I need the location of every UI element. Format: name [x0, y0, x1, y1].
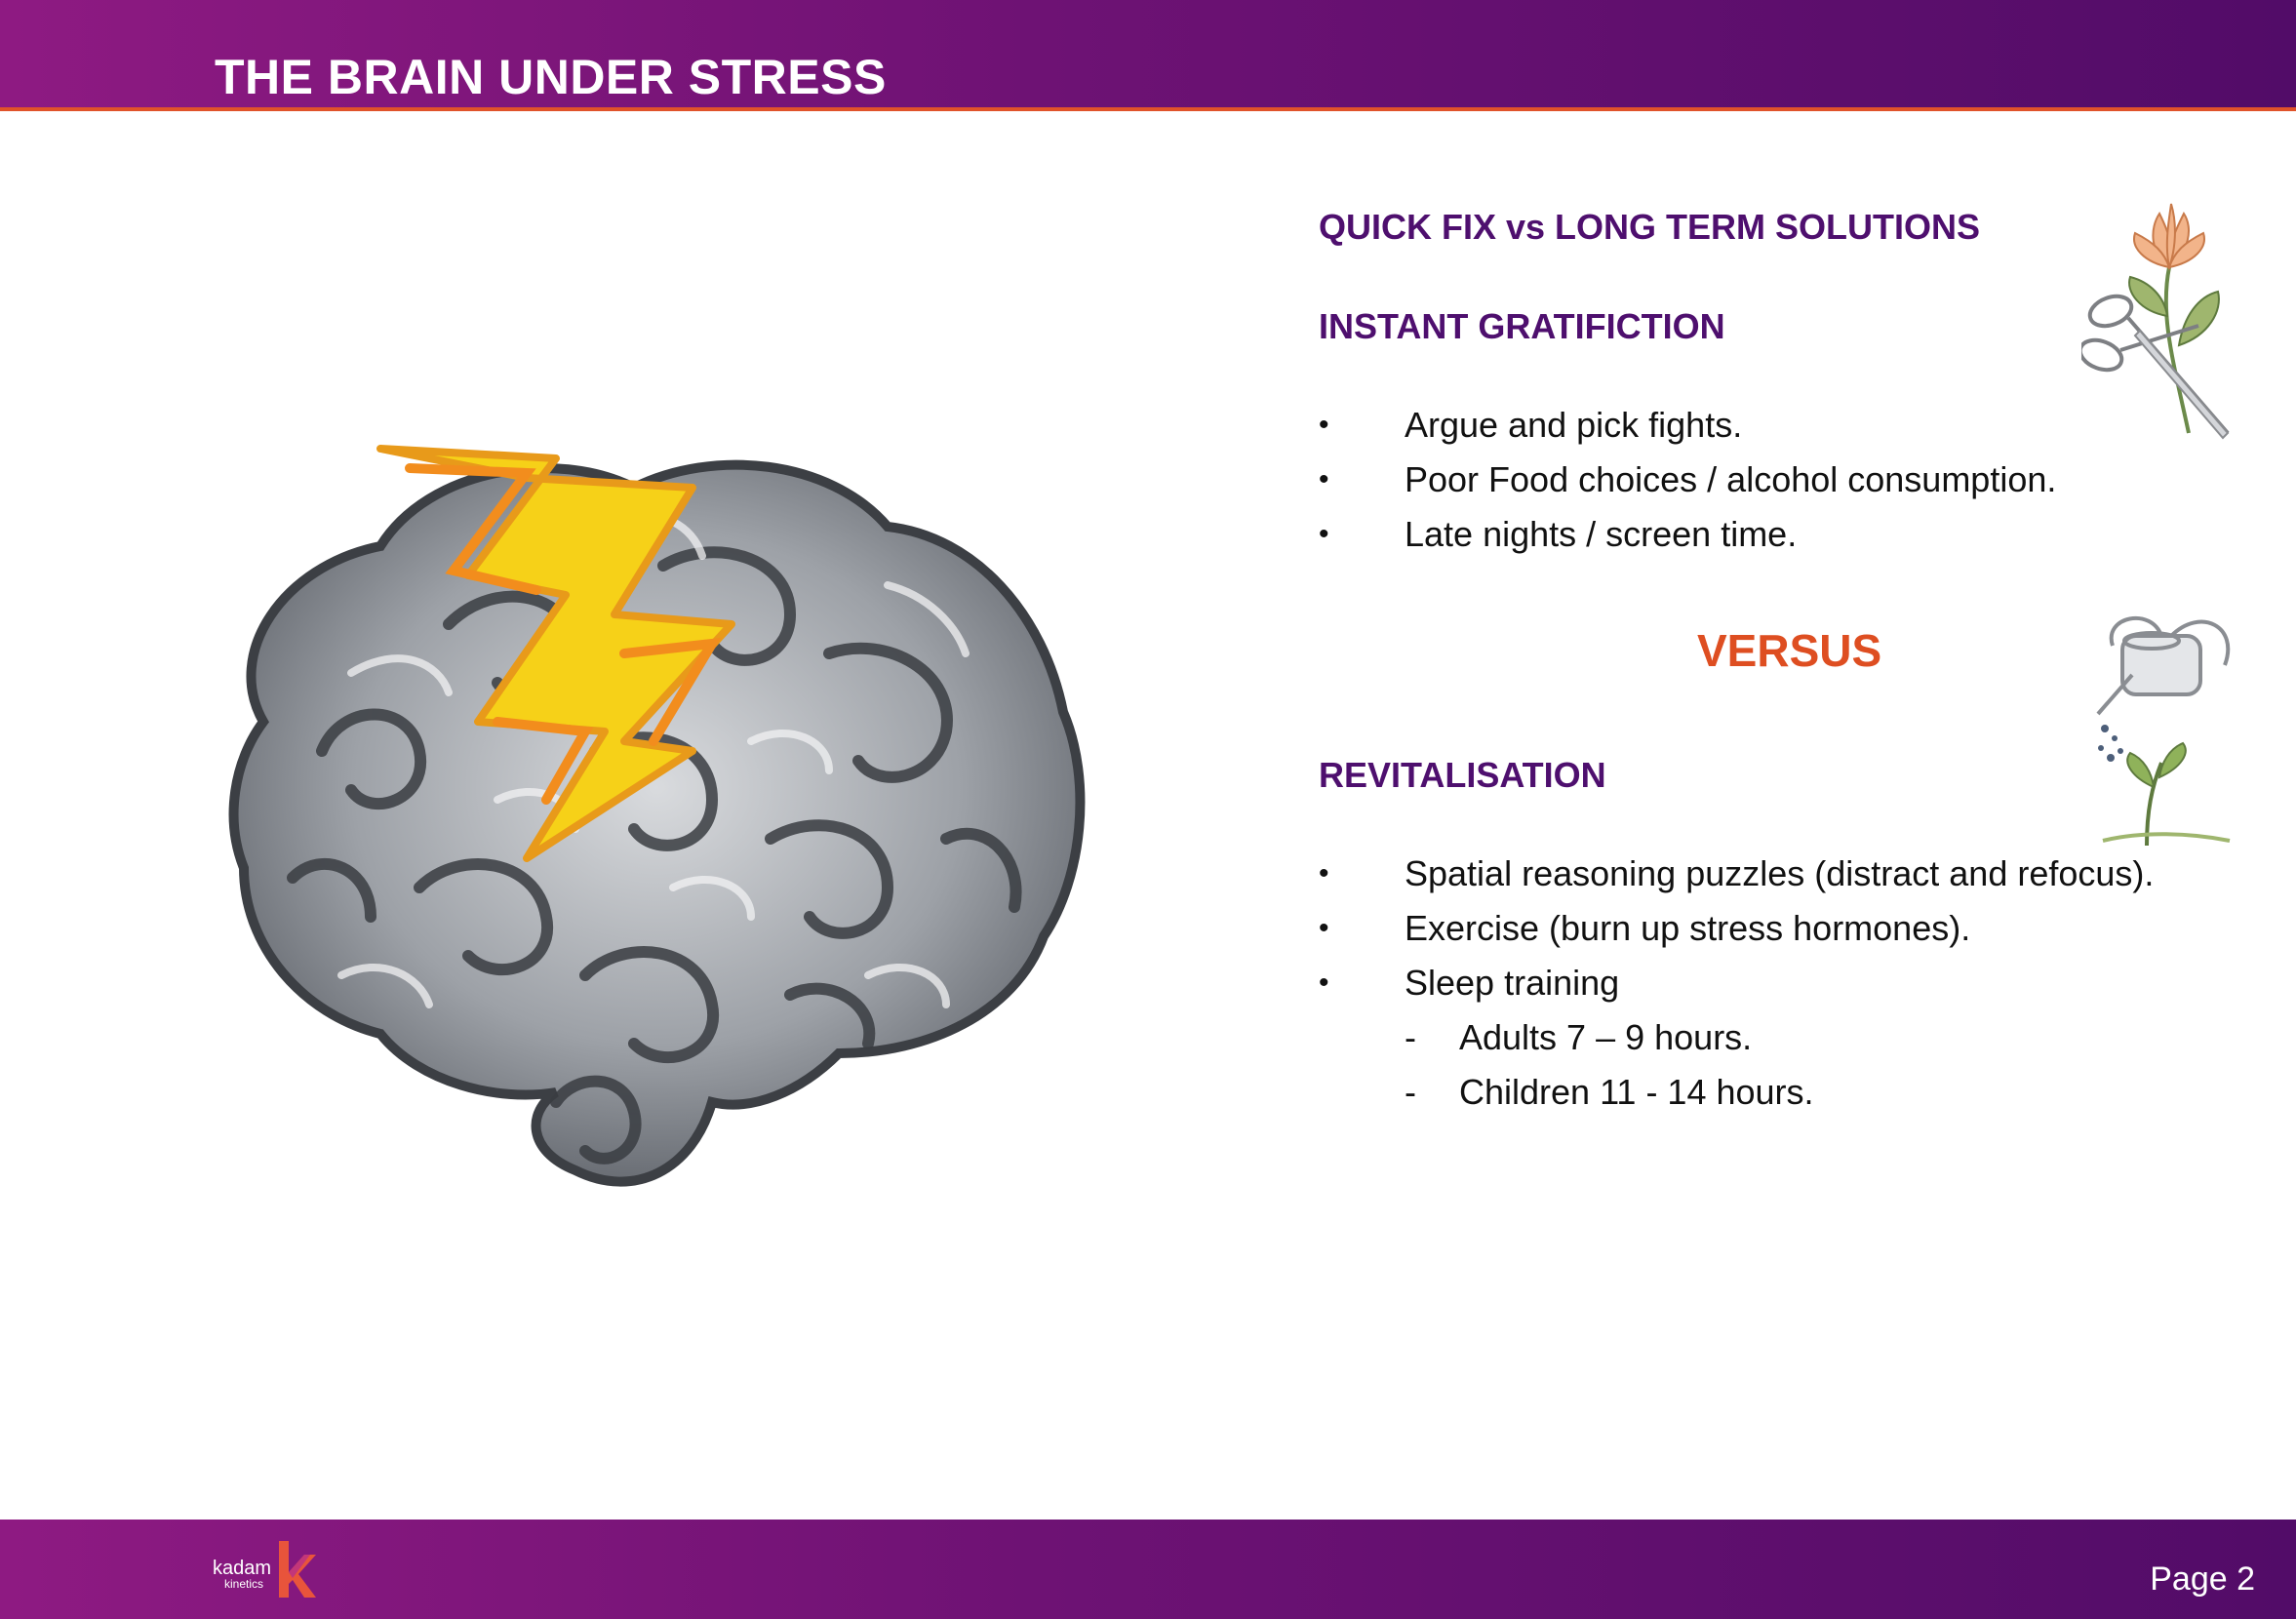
scissors-flower-illustration — [2081, 203, 2230, 440]
versus-label: VERSUS — [1697, 625, 1882, 676]
footer-bar — [0, 1520, 2296, 1619]
bullet-icon: • — [1319, 463, 1329, 495]
brand-logo: kadam kinetics — [213, 1539, 320, 1601]
bullet-icon: • — [1319, 912, 1329, 944]
dash-icon: - — [1405, 1072, 1416, 1112]
list-item-text: Late nights / screen time. — [1405, 514, 1798, 554]
sub-list-item-text: Children 11 - 14 hours. — [1459, 1072, 1814, 1112]
dash-icon: - — [1405, 1017, 1416, 1057]
list-item-text: Spatial reasoning puzzles (distract and … — [1405, 853, 2155, 893]
bullet-icon: • — [1319, 967, 1329, 999]
list-item-text: Poor Food choices / alcohol consumption. — [1405, 459, 2057, 499]
sub-list-item-text: Adults 7 – 9 hours. — [1459, 1017, 1753, 1057]
list-item-text: Sleep training — [1405, 963, 1620, 1003]
brain-illustration — [228, 445, 1086, 1187]
watering-can-illustration — [2096, 616, 2231, 847]
section-heading-instant-gratification: INSTANT GRATIFICTION — [1319, 306, 1725, 346]
page-number: Page 2 — [2150, 1560, 2255, 1598]
bullet-icon: • — [1319, 857, 1329, 889]
section-heading-revitalisation: REVITALISATION — [1319, 755, 1606, 795]
bullet-icon: • — [1319, 409, 1329, 441]
main-heading: QUICK FIX vs LONG TERM SOLUTIONS — [1319, 207, 1981, 247]
brand-mark-icon — [279, 1541, 316, 1598]
list-item-text: Exercise (burn up stress hormones). — [1405, 908, 1971, 948]
list-item-text: Argue and pick fights. — [1405, 405, 1743, 445]
brand-name: kadam — [213, 1558, 272, 1579]
page-title: THE BRAIN UNDER STRESS — [215, 50, 887, 104]
header-bar — [0, 0, 2296, 111]
bullet-icon: • — [1319, 518, 1329, 550]
brand-subtitle: kinetics — [224, 1577, 264, 1591]
